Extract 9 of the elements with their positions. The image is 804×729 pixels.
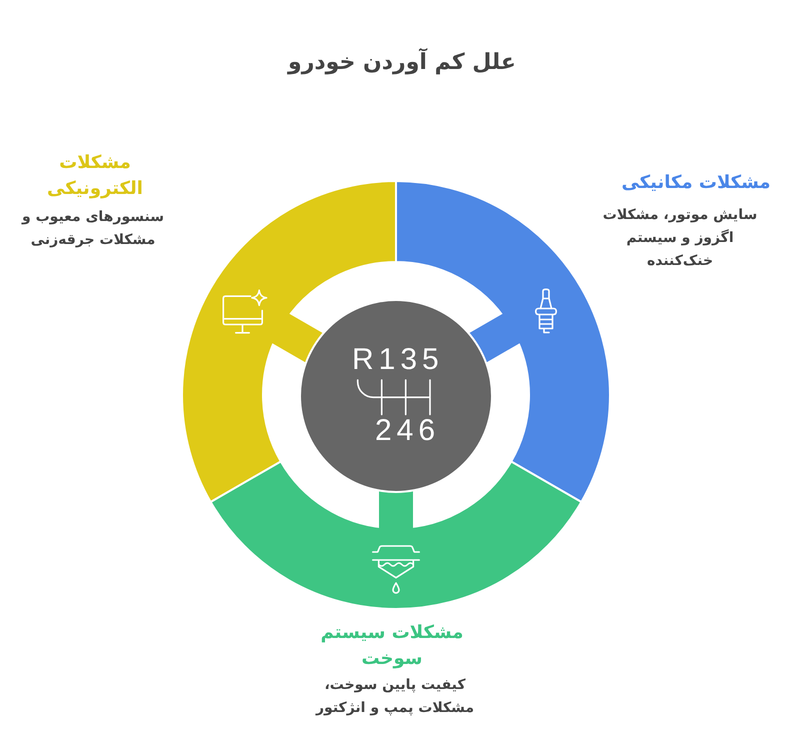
segment-heading: مشکلات مکانیکی	[620, 171, 772, 195]
segment-heading: مشکلات الکترونیکی	[46, 151, 144, 201]
diagram-title: علل کم آوردن خودرو	[286, 50, 517, 75]
gear-numbers: 246	[375, 415, 440, 446]
segment-description: سنسورهای معیوب و مشکلات جرقه‌زنی	[20, 208, 165, 250]
segment-description: کیفیت پایین سوخت، مشکلات پمپ و انژکتور	[314, 676, 475, 718]
segment-description: سایش موتور، مشکلات اگزوز و سیستم خنک‌کننده	[602, 206, 758, 271]
segment-heading: مشکلات سیستم سوخت	[320, 621, 464, 671]
gear-numbers: R135	[352, 344, 444, 375]
